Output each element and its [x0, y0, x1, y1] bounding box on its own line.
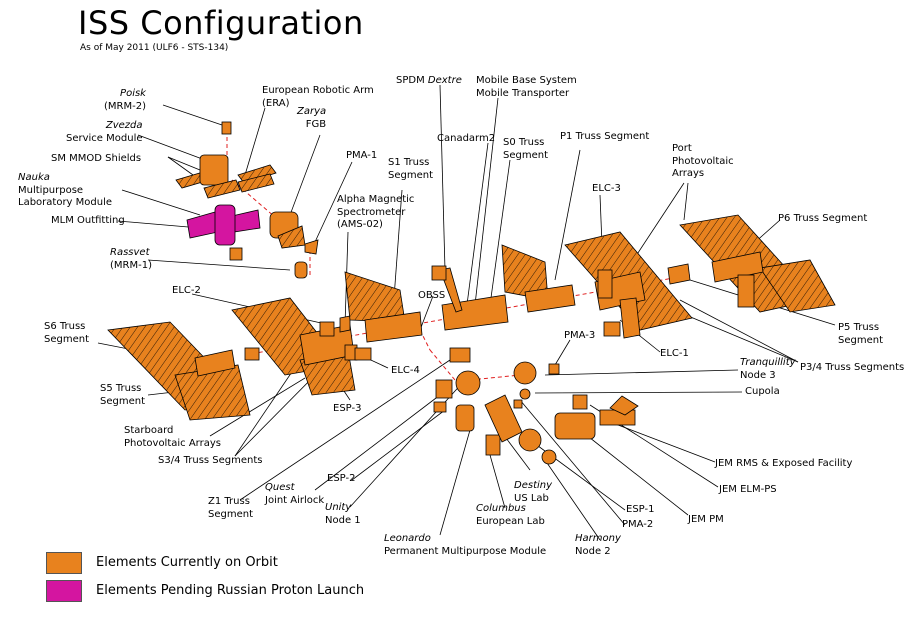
p6-truss: [711, 251, 764, 283]
nauka-array-right: [231, 209, 261, 233]
zvezda-array-right: [237, 164, 277, 184]
label-elc3: ELC-3: [592, 183, 621, 194]
s6-truss: [194, 349, 236, 377]
elc3: [597, 269, 613, 299]
label-esp1: ESP-1: [626, 504, 655, 515]
label-p34: P3/4 Truss Segments: [800, 362, 905, 373]
label-p1: P1 Truss Segment: [560, 131, 650, 142]
label-jem-elm: JEM ELM-PS: [719, 484, 777, 495]
poisk-module: [221, 121, 232, 135]
jem-rms: [609, 395, 639, 416]
p34-radiator: [619, 297, 641, 339]
harmony: [518, 428, 542, 452]
pma1: [304, 239, 319, 255]
pressurized-modules: [433, 347, 639, 465]
unity: [455, 370, 481, 396]
pma3: [548, 363, 560, 375]
legend-swatch-pending: [46, 580, 82, 602]
columbus: [485, 434, 501, 456]
label-elc2: ELC-2: [172, 285, 201, 296]
legend-label-orbit: Elements Currently on Orbit: [96, 555, 278, 570]
elc4: [354, 347, 372, 361]
ams: [339, 315, 351, 333]
label-obss: OBSS: [418, 290, 446, 301]
elc2: [319, 321, 335, 337]
label-esp3: ESP-3: [333, 403, 362, 414]
label-jem-pm: JEM PM: [688, 514, 724, 525]
label-p6: P6 Truss Segment: [778, 213, 868, 224]
zarya-array-left: [203, 179, 241, 199]
label-rassvet: Rassvet(MRM-1): [110, 247, 152, 271]
diagram-subtitle: As of May 2011 (ULF6 - STS-134): [80, 43, 229, 53]
label-poisk: Poisk(MRM-2): [104, 88, 146, 112]
rassvet-module: [294, 261, 308, 279]
s5-truss: [244, 347, 260, 361]
label-pma3: PMA-3: [564, 330, 596, 341]
label-pma2: PMA-2: [622, 519, 654, 530]
esp1: [513, 399, 523, 409]
jem-ef: [599, 409, 636, 426]
nauka-module: [214, 204, 236, 246]
russian-segment: [175, 121, 319, 279]
p5-truss: [667, 263, 691, 285]
jem-elm: [572, 394, 588, 410]
elc1: [603, 321, 621, 337]
label-mlm: MLM Outfitting: [51, 215, 125, 226]
label-dextre: SPDM Dextre: [396, 75, 462, 86]
label-pma1: PMA-1: [346, 150, 378, 161]
s1-truss: [364, 311, 423, 343]
cupola: [519, 388, 531, 400]
jem-pm: [554, 412, 596, 440]
mlm-outfitting: [229, 247, 243, 261]
quest: [435, 379, 453, 399]
nauka-array-left: [186, 211, 219, 239]
truss-structure: [107, 214, 836, 421]
z1: [449, 347, 471, 363]
label-elc4: ELC-4: [391, 365, 420, 376]
p1-truss: [524, 284, 576, 313]
leonardo: [455, 404, 475, 432]
s1-radiator: [344, 271, 406, 323]
zarya-array-right: [237, 173, 275, 193]
label-elc1: ELC-1: [660, 348, 689, 359]
esp2: [433, 401, 447, 413]
dextre: [431, 265, 447, 281]
label-jem-rms: JEM RMS & Exposed Facility: [715, 458, 853, 469]
label-esp2: ESP-2: [327, 473, 356, 484]
diagram-title: ISS Configuration: [78, 4, 364, 42]
pma2: [541, 449, 557, 465]
legend-swatch-orbit: [46, 552, 82, 574]
zvezda-module: [199, 154, 229, 186]
legend-label-pending: Elements Pending Russian Proton Launch: [96, 583, 365, 598]
label-canadarm2: Canadarm2: [437, 133, 496, 144]
label-s34: S3/4 Truss Segments: [158, 455, 263, 466]
label-mmod: SM MMOD Shields: [51, 153, 142, 164]
label-era: European Robotic Arm(ERA): [262, 85, 374, 109]
tranquillity: [513, 361, 537, 385]
p6-array-2: [759, 259, 836, 313]
p6-radiator: [737, 274, 755, 308]
label-cupola: Cupola: [745, 386, 780, 397]
